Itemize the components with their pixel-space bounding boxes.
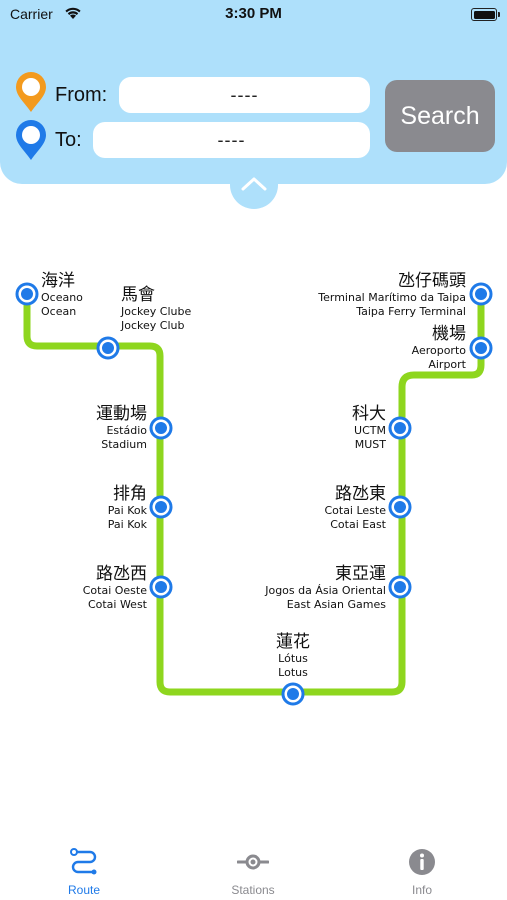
station-label-must[interactable]: 科大 UCTM MUST [266, 404, 386, 452]
station-label-ocean[interactable]: 海洋 Oceano Ocean [41, 271, 161, 319]
status-bar: Carrier 3:30 PM [0, 0, 507, 30]
station-dot [394, 581, 406, 593]
station-dot [155, 422, 167, 434]
station-dot [102, 342, 114, 354]
station-name-zh: 路氹西 [96, 564, 147, 584]
stations-icon [237, 854, 269, 870]
from-label: From: [55, 84, 108, 106]
collapse-panel-button[interactable] [230, 165, 278, 209]
station-name-en: East Asian Games [286, 598, 386, 611]
light-rail-line [23, 294, 485, 696]
station-name-pt: Jogos da Ásia Oriental [265, 584, 386, 597]
station-dot [394, 501, 406, 513]
station-name-zh: 馬會 [121, 285, 155, 305]
chevron-up-icon [241, 177, 267, 191]
station-name-en: Pai Kok [107, 518, 147, 531]
station-name-pt: Aeroporto [411, 344, 466, 357]
tab-info[interactable]: Info [362, 840, 482, 900]
station-dot [287, 688, 299, 700]
station-name-pt: Jockey Clube [121, 305, 192, 318]
battery-icon [471, 8, 500, 21]
station-label-lotus[interactable]: 蓮花 Lótus Lotus [233, 632, 353, 680]
station-name-en: Jockey Club [121, 319, 185, 332]
clock: 3:30 PM [225, 5, 282, 22]
from-location-pin-icon [16, 72, 46, 112]
station-name-pt: Cotai Leste [324, 504, 386, 517]
info-icon [409, 849, 435, 875]
station-name-zh: 海洋 [41, 271, 75, 291]
station-label-cotai-west[interactable]: 路氹西 Cotai Oeste Cotai West [27, 564, 147, 612]
station-label-airport[interactable]: 機場 Aeroporto Airport [346, 324, 466, 372]
tab-route[interactable]: Route [24, 840, 144, 900]
to-label: To: [55, 129, 82, 151]
tab-stations[interactable]: Stations [193, 840, 313, 900]
station-name-pt: UCTM [354, 424, 386, 437]
station-name-pt: Oceano [41, 291, 83, 304]
tab-stations-label: Stations [231, 883, 275, 897]
station-name-pt: Lótus [278, 652, 308, 665]
station-name-zh: 排角 [113, 484, 147, 504]
tab-bar: Route Stations Info [0, 840, 507, 900]
station-name-zh: 運動場 [96, 404, 147, 424]
station-label-jockey-club[interactable]: 馬會 Jockey Clube Jockey Club [121, 285, 251, 333]
tab-route-label: Route [67, 883, 101, 897]
station-dot [475, 342, 487, 354]
station-name-zh: 氹仔碼頭 [398, 271, 466, 291]
station-dot [21, 288, 33, 300]
station-name-zh: 科大 [352, 404, 386, 424]
station-name-zh: 機場 [432, 324, 466, 344]
to-station-field[interactable]: ---- [93, 122, 370, 158]
station-name-zh: 路氹東 [335, 484, 386, 504]
station-label-taipa-ferry-terminal[interactable]: 氹仔碼頭 Terminal Marítimo da Taipa Taipa Fe… [296, 271, 466, 319]
station-dot [155, 501, 167, 513]
search-panel: Carrier 3:30 PM From: ---- To: ---- Sear… [0, 0, 507, 184]
wifi-icon [65, 7, 81, 19]
tab-info-label: Info [411, 883, 432, 897]
station-dot [394, 422, 406, 434]
to-location-pin-icon [16, 120, 46, 160]
station-label-pai-kok[interactable]: 排角 Pai Kok Pai Kok [27, 484, 147, 532]
station-label-east-asian-games[interactable]: 東亞運 Jogos da Ásia Oriental East Asian Ga… [206, 564, 386, 612]
station-name-pt: Pai Kok [107, 504, 147, 517]
station-name-en: Lotus [278, 666, 308, 679]
station-name-en: Taipa Ferry Terminal [356, 305, 466, 318]
station-name-zh: 蓮花 [276, 632, 310, 652]
station-dot [155, 581, 167, 593]
from-station-field[interactable]: ---- [119, 77, 370, 113]
station-label-cotai-east[interactable]: 路氹東 Cotai Leste Cotai East [266, 484, 386, 532]
station-name-pt: Cotai Oeste [82, 584, 147, 597]
station-name-pt: Estádio [106, 424, 147, 437]
search-button[interactable]: Search [385, 80, 495, 152]
station-name-en: Ocean [41, 305, 77, 318]
station-name-en: Stadium [101, 438, 147, 451]
station-label-stadium[interactable]: 運動場 Estádio Stadium [27, 404, 147, 452]
station-name-en: Cotai East [330, 518, 386, 531]
carrier-label: Carrier [10, 6, 53, 22]
route-icon [70, 848, 97, 875]
station-name-pt: Terminal Marítimo da Taipa [318, 291, 466, 304]
station-name-en: Airport [428, 358, 466, 371]
station-dot [475, 288, 487, 300]
station-name-en: MUST [354, 438, 386, 451]
station-name-en: Cotai West [87, 598, 147, 611]
station-markers [15, 282, 493, 706]
station-name-zh: 東亞運 [335, 564, 386, 584]
